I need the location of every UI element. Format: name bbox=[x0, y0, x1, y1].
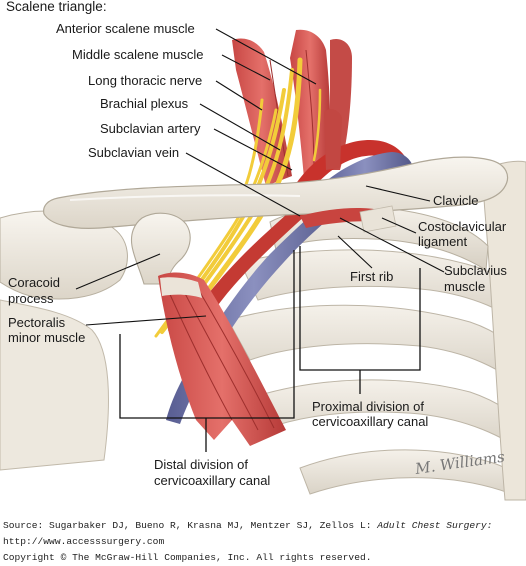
leader-middle-scalene bbox=[221, 54, 271, 81]
label-subclavian-vein: Subclavian vein bbox=[88, 145, 179, 160]
leader-long-thoracic bbox=[215, 80, 263, 111]
label-coracoid-1: Coracoid bbox=[8, 275, 60, 290]
clavicle bbox=[43, 156, 509, 229]
labels: Anterior scalene muscle Middle scalene m… bbox=[8, 21, 507, 488]
source-url: http://www.accesssurgery.com bbox=[3, 536, 165, 547]
label-proximal-2: cervicoaxillary canal bbox=[312, 414, 428, 429]
rib-3 bbox=[227, 304, 526, 389]
costoclavicular-ligament bbox=[359, 205, 397, 233]
label-middle-scalene: Middle scalene muscle bbox=[72, 47, 204, 62]
proximal-division-bracket bbox=[299, 246, 421, 394]
sternum bbox=[482, 160, 526, 501]
leader-lines bbox=[75, 28, 445, 326]
pectoralis-minor-muscle bbox=[158, 272, 286, 446]
leader-subclavian-vein bbox=[185, 152, 301, 217]
subclavian-artery bbox=[188, 196, 316, 330]
leader-pectoralis bbox=[85, 315, 207, 326]
label-long-thoracic: Long thoracic nerve bbox=[88, 73, 202, 88]
source-title: Adult Chest Surgery: bbox=[377, 520, 493, 531]
rib-5 bbox=[299, 449, 526, 501]
label-pectoralis-2: minor muscle bbox=[8, 330, 85, 345]
rib-cage bbox=[227, 160, 526, 501]
label-brachial-plexus: Brachial plexus bbox=[100, 96, 189, 111]
label-distal-1: Distal division of bbox=[154, 457, 248, 472]
jugular-vein bbox=[324, 109, 342, 170]
label-costoclavicular-1: Costoclavicular bbox=[418, 219, 507, 234]
leader-clavicle bbox=[365, 185, 431, 202]
leader-first-rib bbox=[337, 235, 373, 269]
label-costoclavicular-2: ligament bbox=[418, 234, 468, 249]
leader-subclavian-artery bbox=[213, 128, 293, 171]
label-anterior-scalene: Anterior scalene muscle bbox=[56, 21, 195, 36]
rib-4 bbox=[249, 379, 526, 453]
distal-division-bracket bbox=[119, 250, 295, 452]
label-subclavius-2: muscle bbox=[444, 279, 485, 294]
leader-costoclavicular bbox=[381, 217, 417, 234]
source-credits: Source: Sugarbaker DJ, Bueno R, Krasna M… bbox=[3, 518, 523, 566]
label-subclavius-1: Subclavius bbox=[444, 263, 507, 278]
label-distal-2: cervicoaxillary canal bbox=[154, 473, 270, 488]
scapula bbox=[0, 210, 128, 471]
scalene-triangle-heading: Scalene triangle: bbox=[6, 0, 107, 14]
leader-coracoid bbox=[75, 253, 161, 290]
label-subclavian-artery: Subclavian artery bbox=[100, 121, 201, 136]
long-thoracic-nerve bbox=[242, 98, 264, 192]
leader-subclavius bbox=[339, 217, 445, 273]
source-authors: Source: Sugarbaker DJ, Bueno R, Krasna M… bbox=[3, 520, 378, 531]
label-pectoralis-1: Pectoralis bbox=[8, 315, 66, 330]
label-coracoid-2: process bbox=[8, 291, 54, 306]
label-proximal-1: Proximal division of bbox=[312, 399, 424, 414]
copyright-line: Copyright © The McGraw-Hill Companies, I… bbox=[3, 552, 372, 563]
label-clavicle: Clavicle bbox=[433, 193, 479, 208]
source-line: Source: Sugarbaker DJ, Bueno R, Krasna M… bbox=[3, 518, 523, 534]
label-first-rib: First rib bbox=[350, 269, 393, 284]
leader-anterior-scalene bbox=[215, 28, 317, 85]
leader-brachial-plexus bbox=[199, 103, 281, 151]
